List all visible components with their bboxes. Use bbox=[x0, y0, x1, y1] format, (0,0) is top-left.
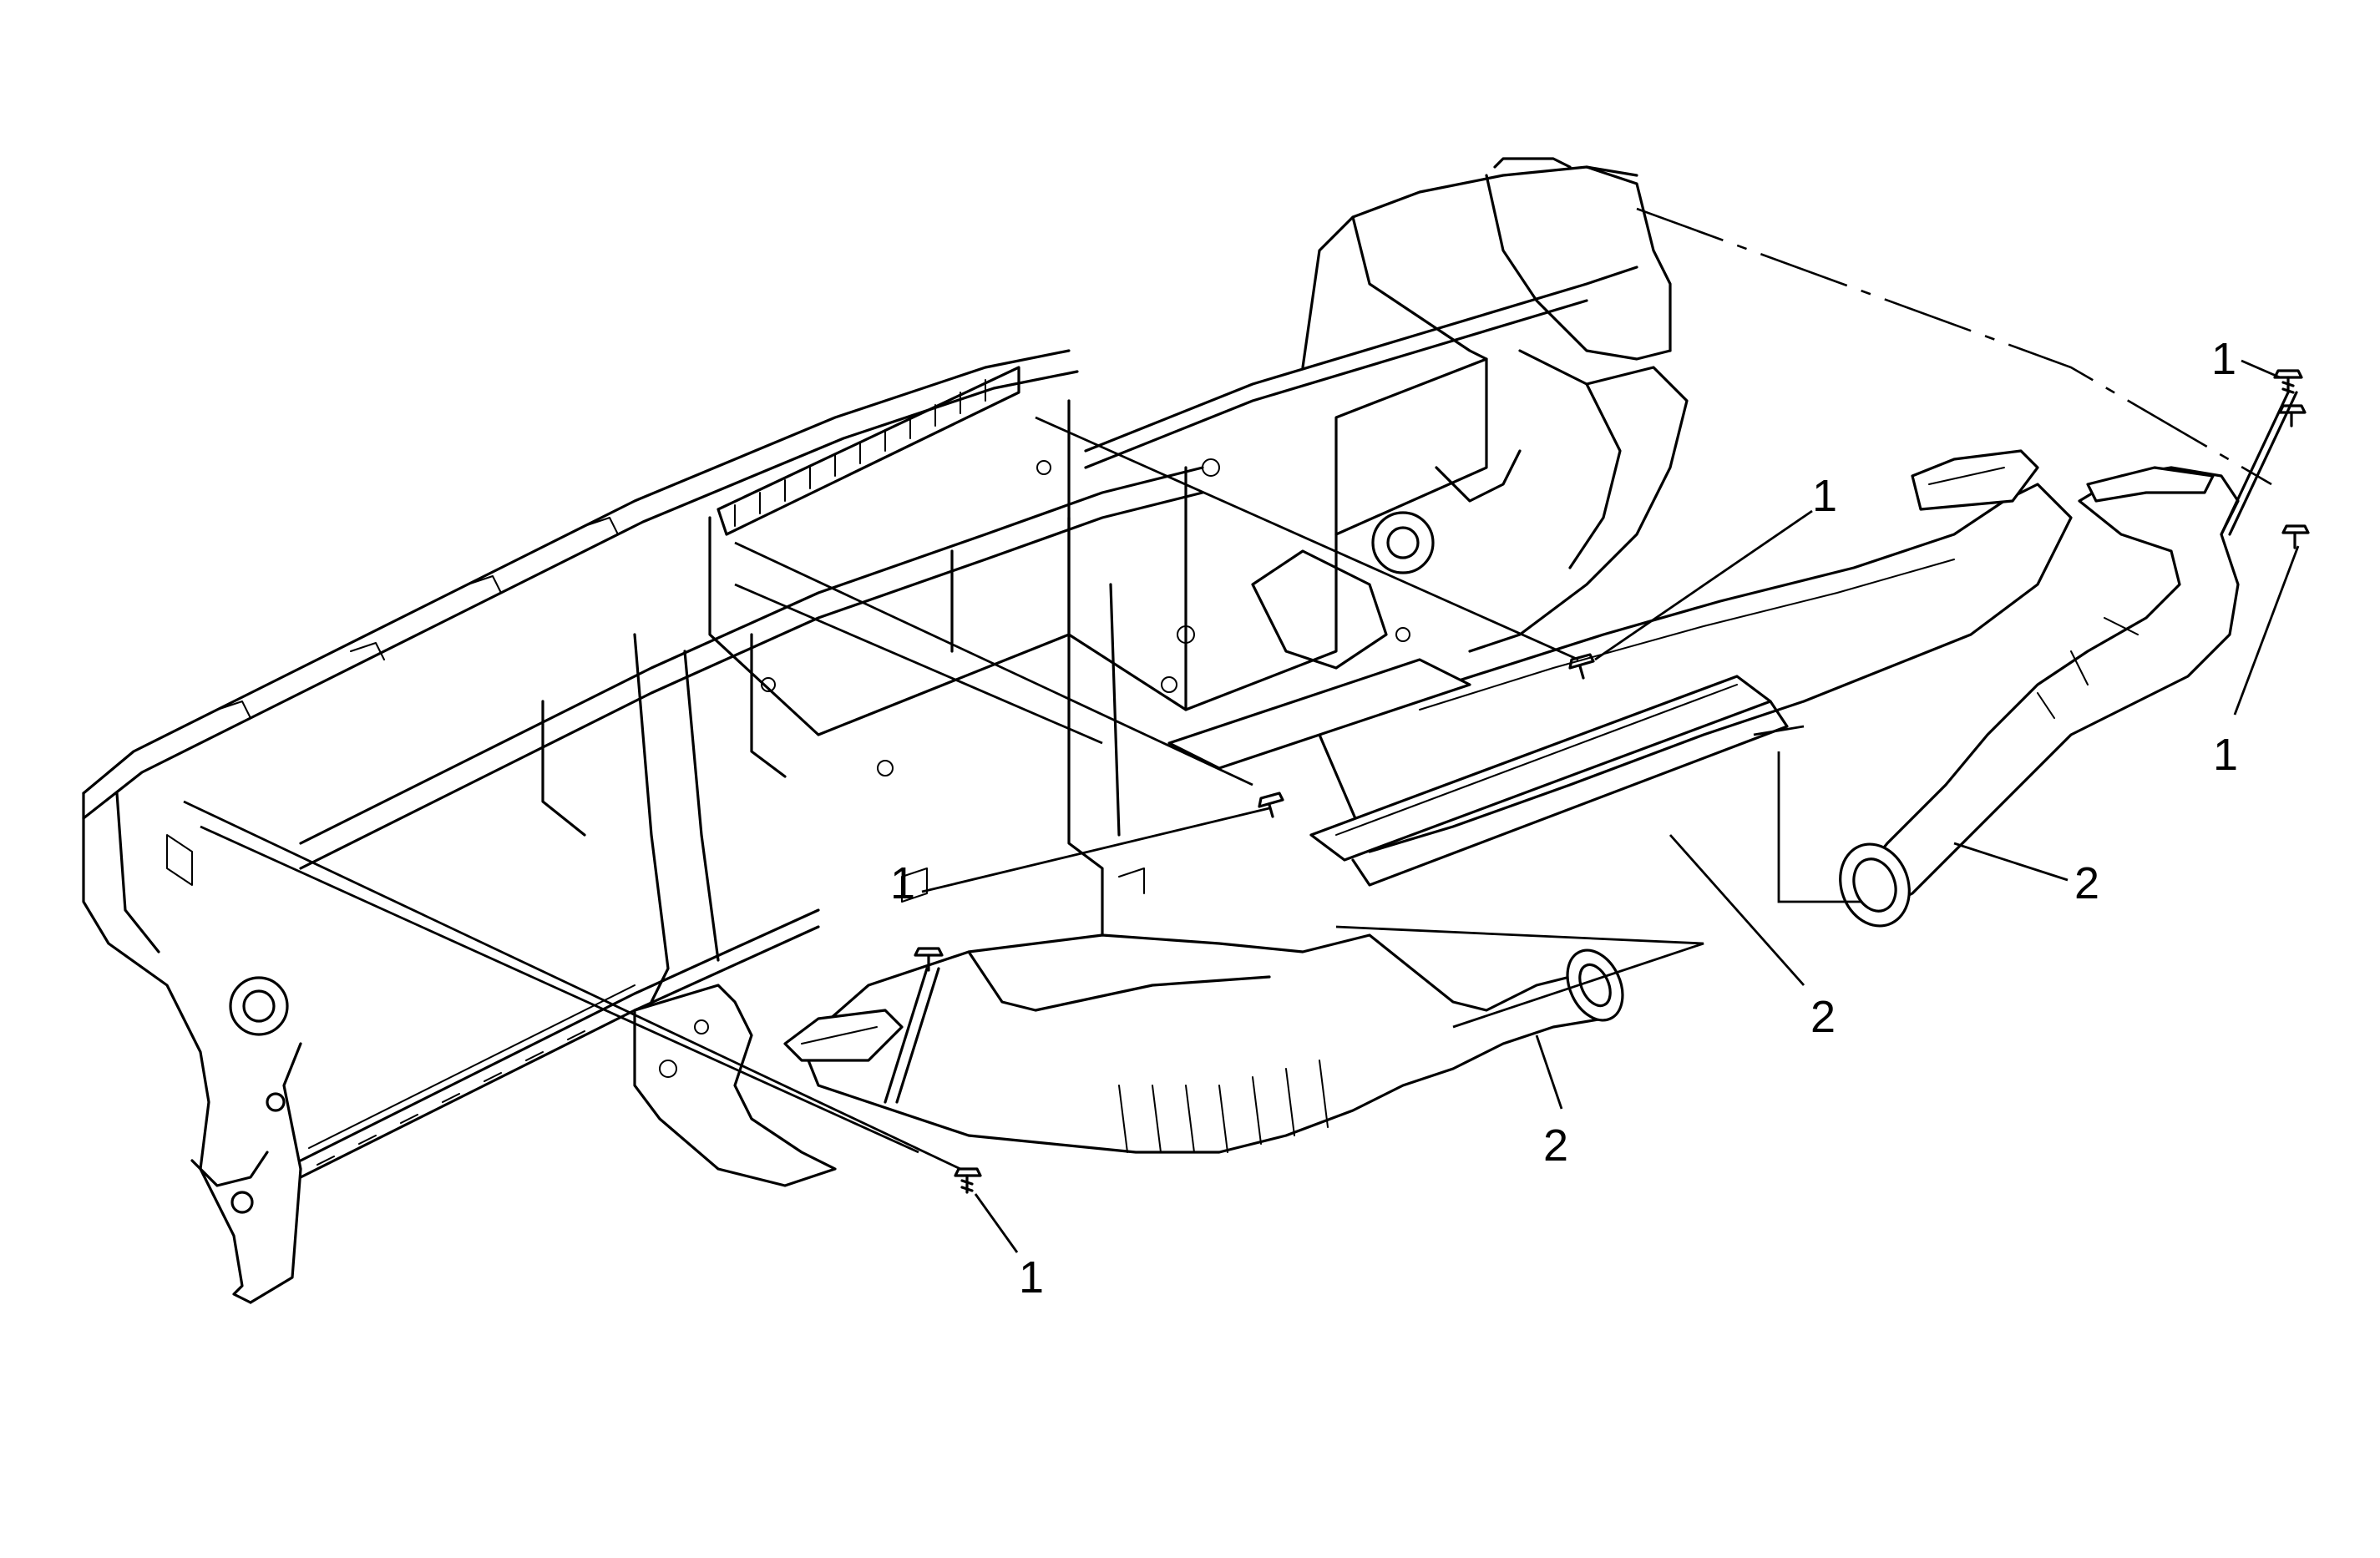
duct-left bbox=[633, 933, 1624, 1187]
duct-center-upper bbox=[1167, 449, 2073, 887]
screw-icon bbox=[954, 1167, 982, 1194]
screw-icon bbox=[914, 947, 944, 972]
callout-duct-left: 2 bbox=[1535, 1034, 1568, 1171]
callout-label: 1 bbox=[2213, 730, 2238, 780]
alignment-lines bbox=[183, 207, 2272, 1171]
callouts: 1 1 1 1 1 2 2 bbox=[890, 334, 2300, 1303]
callout-fastener-bottom: 1 bbox=[974, 1193, 1044, 1303]
instrument-panel-frame bbox=[82, 157, 1689, 1304]
screw-icon bbox=[1568, 653, 1595, 680]
callout-fastener-top-right: 1 bbox=[2211, 334, 2281, 384]
callout-label: 2 bbox=[1543, 1120, 1568, 1171]
screw-icon bbox=[2281, 524, 2310, 549]
callout-fastener-mid: 1 bbox=[1594, 471, 1837, 661]
callout-fastener-right-lower: 1 bbox=[2213, 545, 2300, 780]
callout-label: 2 bbox=[2074, 858, 2099, 908]
screw-icon bbox=[1258, 792, 1284, 818]
callout-duct-center: 2 bbox=[1669, 834, 1836, 1042]
fastener-screws bbox=[884, 369, 2310, 1194]
callout-label: 1 bbox=[890, 858, 915, 908]
callout-label: 1 bbox=[1019, 1252, 1044, 1303]
callout-label: 1 bbox=[2211, 334, 2236, 384]
callout-duct-right: 2 bbox=[1953, 842, 2099, 908]
callout-label: 1 bbox=[1812, 471, 1837, 521]
screw-icon bbox=[2273, 369, 2303, 394]
callout-label: 2 bbox=[1810, 992, 1836, 1042]
callout-fastener-center-left: 1 bbox=[890, 807, 1270, 908]
